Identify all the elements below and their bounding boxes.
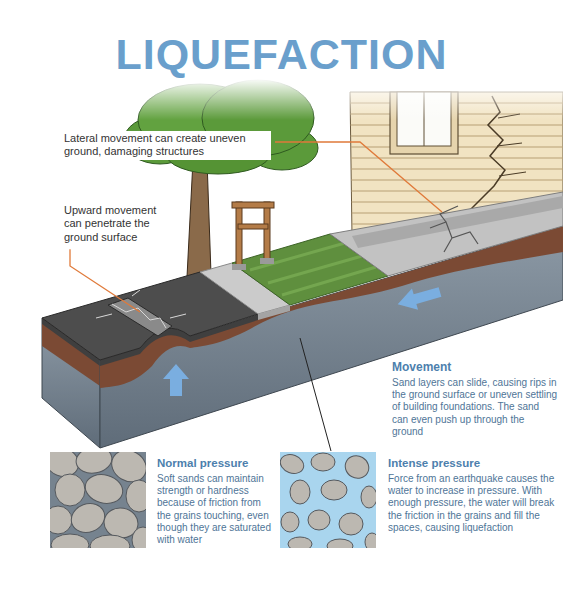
- title: LIQUEFACTION: [0, 30, 563, 79]
- grains-intense-part-part: [280, 452, 306, 477]
- section-body: Force from an earthquake causes the wate…: [388, 473, 558, 534]
- sign-post-part: [260, 258, 274, 264]
- grains-intense-part-part: [327, 539, 353, 548]
- white-fade: [0, 78, 563, 120]
- grains-normal-part-part: [126, 480, 146, 512]
- house-wall-part: [497, 114, 526, 176]
- ground-block-part: [100, 226, 563, 448]
- grains-normal-part-part: [90, 535, 130, 548]
- grains-normal: [50, 452, 146, 548]
- grains-normal-part-part: [55, 474, 85, 506]
- house-wall-part-part: [350, 158, 563, 159]
- sign-post-part: [264, 202, 270, 260]
- ground-block-part: [430, 206, 478, 252]
- grains-normal-part-part: [132, 527, 146, 548]
- grains-intense-part-part: [288, 537, 312, 548]
- grains-intense-part-part: [281, 512, 299, 532]
- ground-block: [42, 192, 563, 448]
- grains-intense-part-part: [361, 486, 376, 508]
- grains-intense-part-part: [290, 480, 310, 504]
- grains-intense-part-part: [365, 533, 376, 548]
- ground-block-part: [96, 290, 186, 328]
- grains-normal-part-part: [50, 506, 72, 534]
- grains-intense-part-part: [321, 480, 347, 500]
- leader-line: [70, 249, 140, 312]
- lateral-arrow-part: [395, 281, 443, 314]
- grains-normal-part: [50, 452, 146, 548]
- house-wall-part-part: [350, 180, 563, 181]
- grains-normal-part-part: [67, 499, 109, 537]
- ground-block-part: [108, 298, 172, 336]
- grains-normal-part-part: [82, 471, 126, 508]
- ground-block-part: [330, 192, 563, 276]
- sign-post-part: [238, 224, 268, 229]
- section-body: Soft sands can maintain strength or hard…: [157, 473, 273, 546]
- section-body: Sand layers can slide, causing rips in t…: [392, 377, 558, 438]
- leader-line: [275, 142, 442, 212]
- house-wall-part-part: [350, 191, 563, 192]
- house-wall-part-part: [350, 169, 563, 170]
- grains-intense-part-part: [308, 510, 330, 530]
- ground-block-part: [258, 305, 290, 320]
- grains-normal-part-part: [74, 452, 114, 476]
- sign-post-part: [232, 202, 274, 208]
- lateral-arrow: [395, 281, 443, 314]
- section-heading: Movement: [392, 360, 451, 375]
- upward-arrow: [163, 364, 189, 396]
- section-heading: Intense pressure: [388, 456, 480, 470]
- grains-intense: [280, 452, 376, 548]
- sign-post: [232, 202, 274, 270]
- section-heading: Normal pressure: [157, 456, 248, 470]
- grains-normal-part-part: [51, 534, 89, 548]
- grains-intense-part-part: [341, 452, 373, 483]
- sign-post-part: [236, 202, 242, 266]
- ground-block-part: [352, 196, 563, 248]
- grains-intense-part-part: [339, 513, 363, 535]
- leader-line: [300, 338, 331, 451]
- tree-part: [187, 160, 211, 277]
- grains-intense-part-part: [311, 453, 335, 471]
- sign-post-part: [232, 264, 246, 270]
- grains-intense-part: [280, 452, 376, 548]
- callout-text: Upward movement can penetrate the ground…: [62, 203, 178, 245]
- callout-text: Lateral movement can create uneven groun…: [62, 131, 271, 160]
